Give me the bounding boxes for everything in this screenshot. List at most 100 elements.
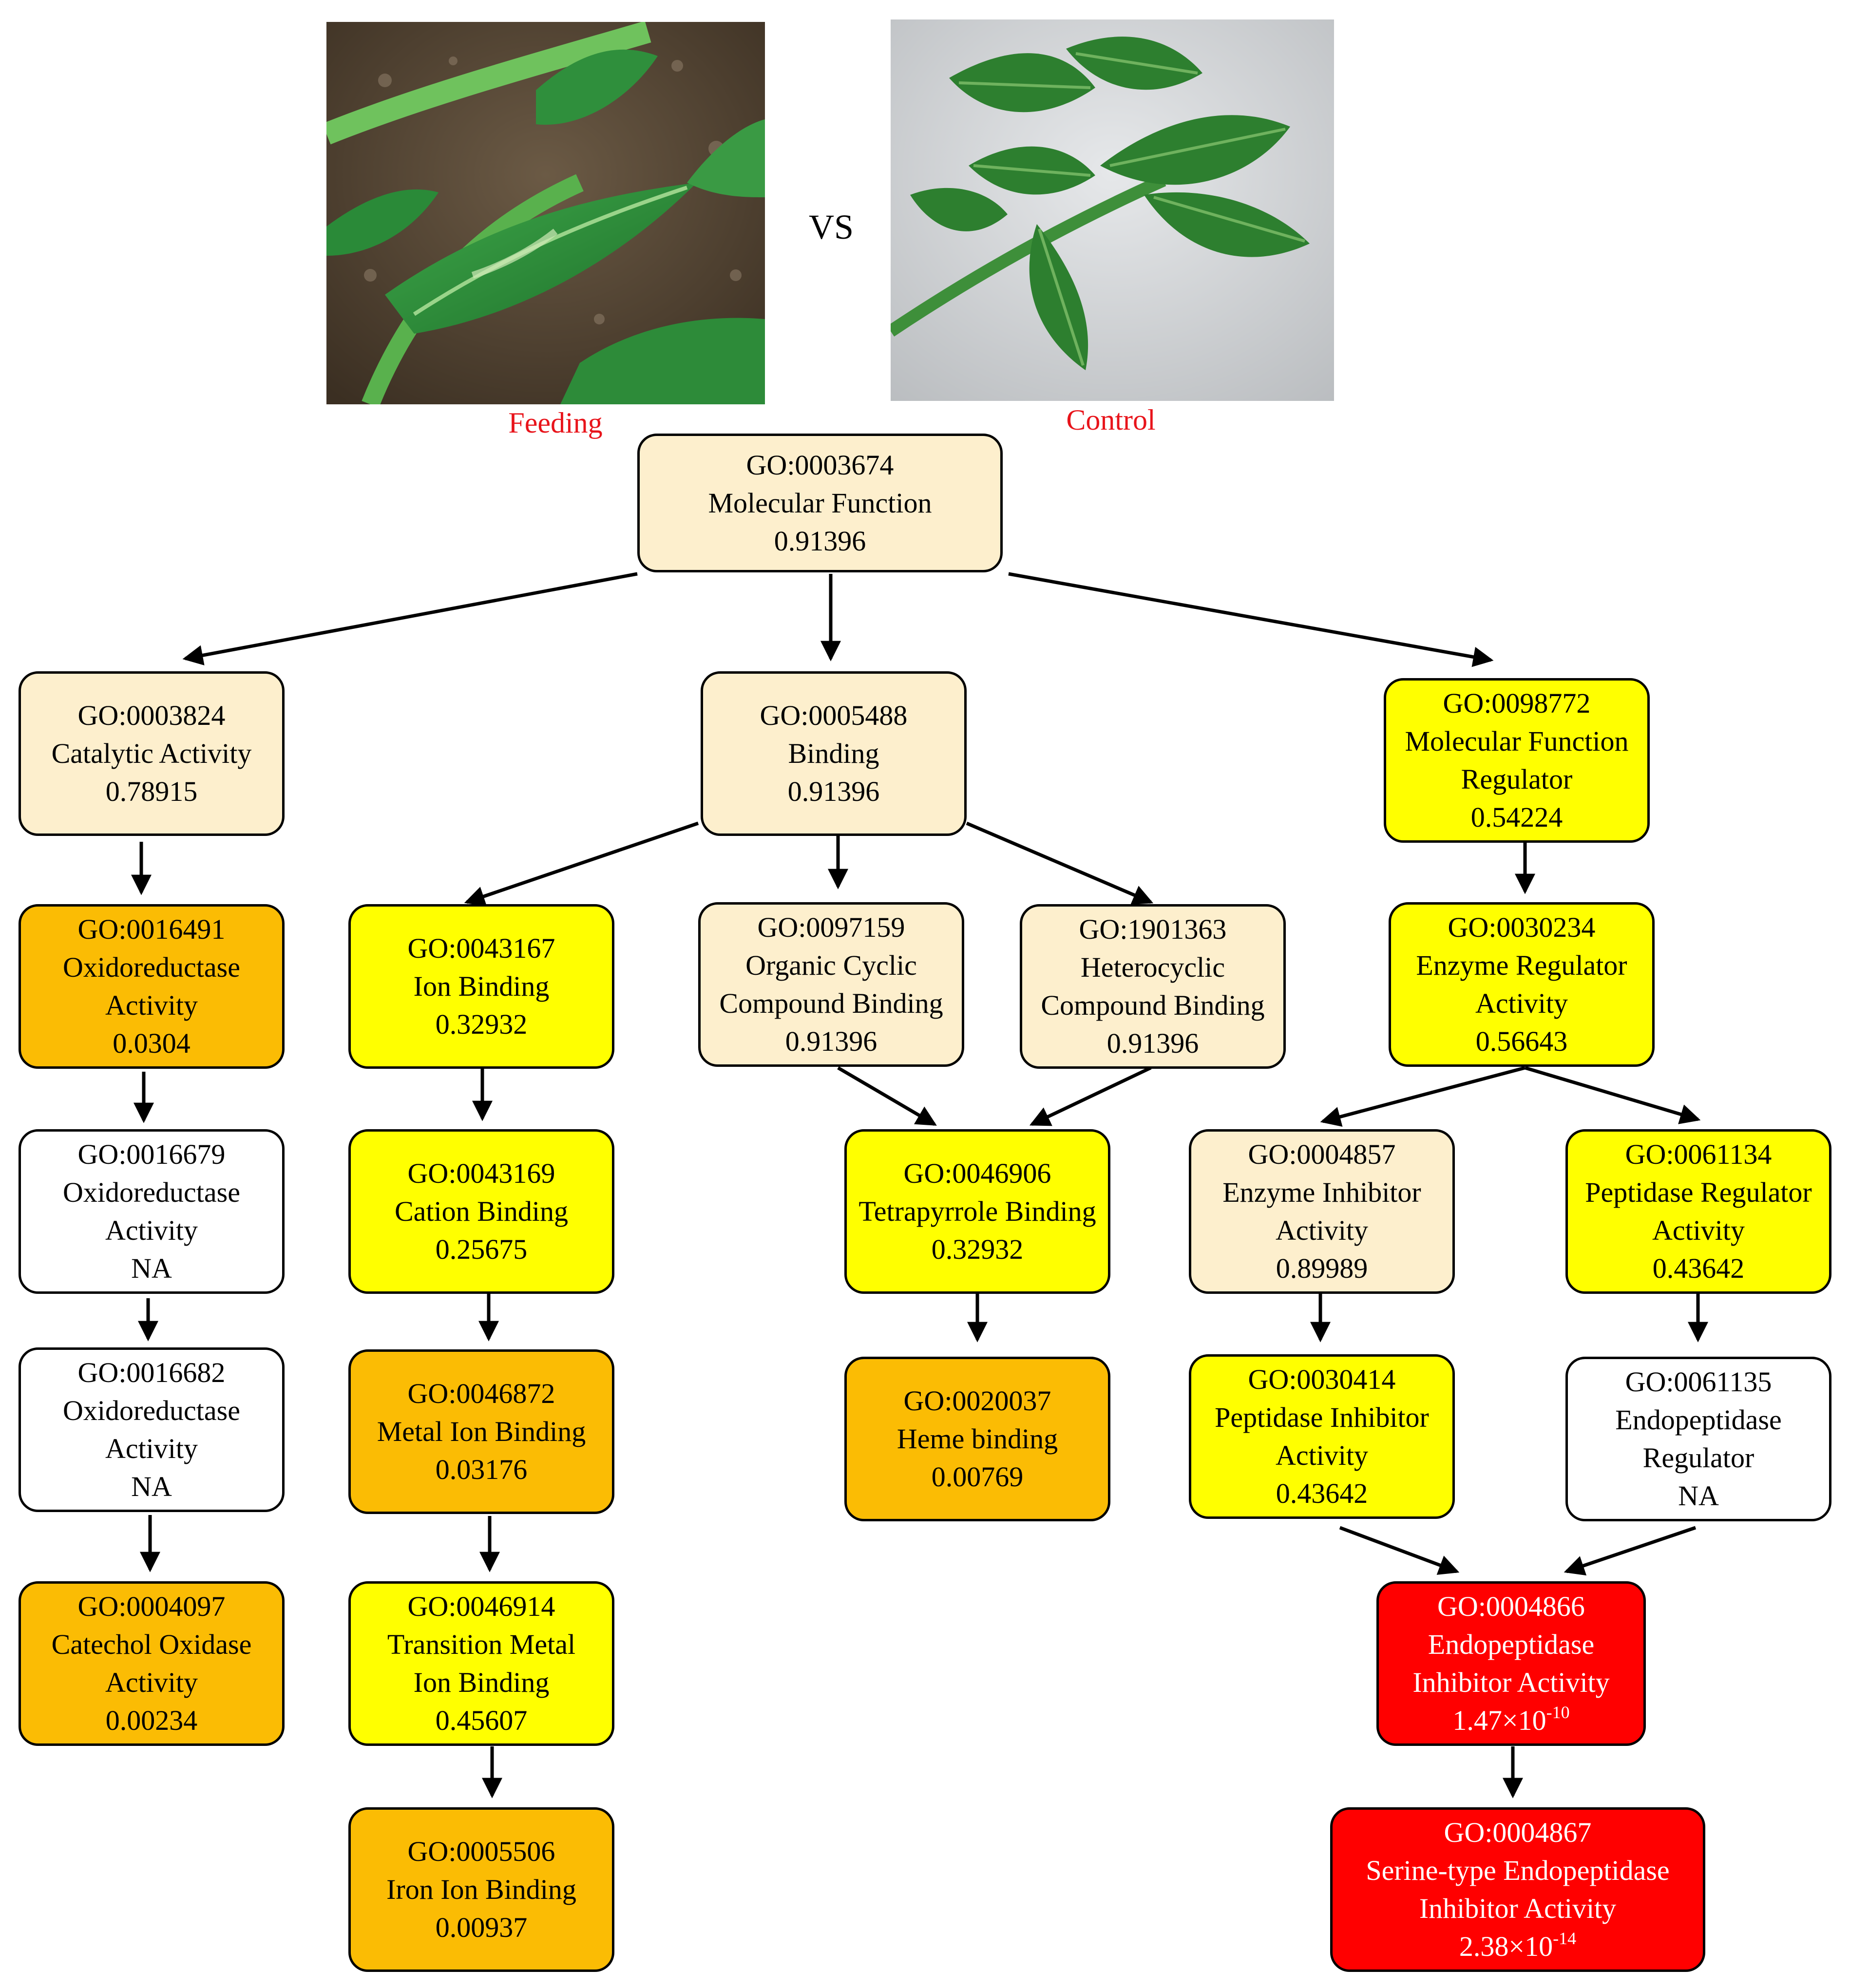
go-value: 0.89989 <box>1276 1252 1368 1284</box>
go-term: Molecular Function <box>1405 725 1629 757</box>
go-node-enzyme-inhibitor-activity: GO:0004857 Enzyme Inhibitor Activity 0.8… <box>1189 1129 1455 1294</box>
go-node-oxidoreductase-activity: GO:0016491 Oxidoreductase Activity 0.030… <box>19 904 285 1069</box>
arrow-0 <box>182 572 638 665</box>
go-value: 0.91396 <box>785 1025 877 1057</box>
go-id: GO:0003824 <box>77 700 226 731</box>
feeding-leaf-photo <box>326 22 765 404</box>
go-term: Endopeptidase <box>1428 1628 1595 1660</box>
go-value: 0.45607 <box>435 1704 528 1736</box>
go-value: 0.43642 <box>1276 1477 1368 1509</box>
go-term: Activity <box>1475 987 1568 1019</box>
arrow-2 <box>1008 572 1494 667</box>
go-term: Inhibitor Activity <box>1412 1666 1610 1698</box>
go-value: 2.38×10-14 <box>1459 1929 1577 1962</box>
go-id: GO:0061134 <box>1625 1138 1772 1170</box>
go-node-metal-ion-binding: GO:0046872 Metal Ion Binding 0.03176 <box>348 1349 614 1514</box>
go-term: Enzyme Regulator <box>1416 949 1627 981</box>
go-term: Metal Ion Binding <box>377 1416 586 1447</box>
go-term: Cation Binding <box>394 1195 569 1227</box>
vs-label: VS <box>809 208 854 246</box>
go-term: Heme binding <box>896 1423 1058 1455</box>
go-id: GO:0046914 <box>407 1590 555 1622</box>
go-node-endopeptidase-inhibitor-activity: GO:0004866 Endopeptidase Inhibitor Activ… <box>1376 1581 1646 1746</box>
arrow-4 <box>464 821 699 907</box>
go-value: 0.91396 <box>1106 1027 1199 1059</box>
go-term: Inhibitor Activity <box>1419 1893 1617 1924</box>
go-id: GO:0004857 <box>1248 1138 1396 1170</box>
go-value: NA <box>131 1252 172 1284</box>
go-value: 0.43642 <box>1652 1252 1745 1284</box>
go-term: Activity <box>1652 1214 1745 1246</box>
go-id: GO:0046872 <box>407 1378 555 1409</box>
go-value: 0.32932 <box>931 1233 1024 1265</box>
go-term: Regulator <box>1642 1442 1755 1474</box>
go-value: 0.03176 <box>435 1454 528 1485</box>
go-value: 0.25675 <box>435 1233 528 1265</box>
go-term: Regulator <box>1461 763 1573 795</box>
go-node-serine-type-endopeptidase-inhibitor-activity: GO:0004867 Serine-type Endopeptidase Inh… <box>1330 1807 1705 1972</box>
go-id: GO:1901363 <box>1079 913 1227 945</box>
go-value: 0.54224 <box>1470 801 1563 833</box>
go-term: Catechol Oxidase <box>51 1628 252 1660</box>
go-value: 0.0304 <box>113 1027 191 1059</box>
go-id: GO:0030414 <box>1248 1363 1396 1395</box>
go-node-organic-cyclic-compound-binding: GO:0097159 Organic Cyclic Compound Bindi… <box>698 902 964 1067</box>
go-term: Organic Cyclic <box>745 949 917 981</box>
go-id: GO:0016682 <box>77 1357 226 1388</box>
control-caption: Control <box>1066 404 1156 436</box>
arrow-21 <box>1339 1526 1460 1575</box>
go-term: Catalytic Activity <box>51 738 252 769</box>
go-node-tetrapyrrole-binding: GO:0046906 Tetrapyrrole Binding 0.32932 <box>844 1129 1110 1294</box>
go-value: 0.00937 <box>435 1912 528 1943</box>
arrow-12 <box>1524 1066 1701 1124</box>
go-term: Compound Binding <box>719 987 943 1019</box>
go-term: Enzyme Inhibitor <box>1222 1176 1421 1208</box>
go-node-oxidoreductase-activity-16679: GO:0016679 Oxidoreductase Activity NA <box>19 1129 285 1294</box>
arrow-6 <box>966 821 1154 905</box>
control-leaf-photo <box>891 19 1334 401</box>
go-node-peptidase-regulator-activity: GO:0061134 Peptidase Regulator Activity … <box>1565 1129 1831 1294</box>
go-term: Compound Binding <box>1041 989 1265 1021</box>
go-id: GO:0003674 <box>746 449 894 481</box>
go-id: GO:0043167 <box>407 932 555 964</box>
go-node-ion-binding: GO:0043167 Ion Binding 0.32932 <box>348 904 614 1069</box>
go-id: GO:0046906 <box>903 1157 1051 1189</box>
go-node-binding: GO:0005488 Binding 0.91396 <box>701 671 967 836</box>
go-id: GO:0097159 <box>757 911 905 943</box>
go-term: Binding <box>788 738 879 769</box>
go-term: Ion Binding <box>413 970 550 1002</box>
go-term: Peptidase Regulator <box>1585 1176 1812 1208</box>
arrow-11 <box>1320 1066 1526 1127</box>
go-node-iron-ion-binding: GO:0005506 Iron Ion Binding 0.00937 <box>348 1807 614 1972</box>
go-node-molecular-function-regulator: GO:0098772 Molecular Function Regulator … <box>1384 678 1650 843</box>
go-id: GO:0004867 <box>1444 1817 1592 1848</box>
go-term: Activity <box>1275 1439 1369 1471</box>
go-term: Tetrapyrrole Binding <box>858 1195 1096 1227</box>
go-id: GO:0004866 <box>1437 1590 1585 1622</box>
go-term: Ion Binding <box>413 1666 550 1698</box>
go-term: Oxidoreductase <box>63 1395 240 1426</box>
go-node-catechol-oxidase-activity: GO:0004097 Catechol Oxidase Activity 0.0… <box>19 1581 285 1746</box>
go-id: GO:0004097 <box>77 1590 226 1622</box>
go-id: GO:0020037 <box>903 1385 1051 1417</box>
go-node-heme-binding: GO:0020037 Heme binding 0.00769 <box>844 1357 1110 1521</box>
go-value: NA <box>131 1471 172 1502</box>
go-id: GO:0098772 <box>1443 687 1591 719</box>
go-value: 0.56643 <box>1475 1025 1568 1057</box>
go-id: GO:0030234 <box>1448 911 1596 943</box>
go-value: 0.91396 <box>787 776 880 807</box>
go-term: Iron Ion Binding <box>386 1874 576 1905</box>
go-id: GO:0061135 <box>1625 1366 1772 1398</box>
go-term: Activity <box>105 1666 198 1698</box>
go-value: 0.32932 <box>435 1008 528 1040</box>
go-id: GO:0043169 <box>407 1157 555 1189</box>
go-id: GO:0016679 <box>77 1138 226 1170</box>
go-term: Oxidoreductase <box>63 1176 240 1208</box>
go-term: Oxidoreductase <box>63 951 240 983</box>
go-node-oxidoreductase-activity-16682: GO:0016682 Oxidoreductase Activity NA <box>19 1347 285 1512</box>
go-term: Activity <box>105 989 198 1021</box>
go-value: 0.00234 <box>105 1704 198 1736</box>
go-term: Activity <box>105 1214 198 1246</box>
go-node-peptidase-inhibitor-activity: GO:0030414 Peptidase Inhibitor Activity … <box>1189 1354 1455 1519</box>
